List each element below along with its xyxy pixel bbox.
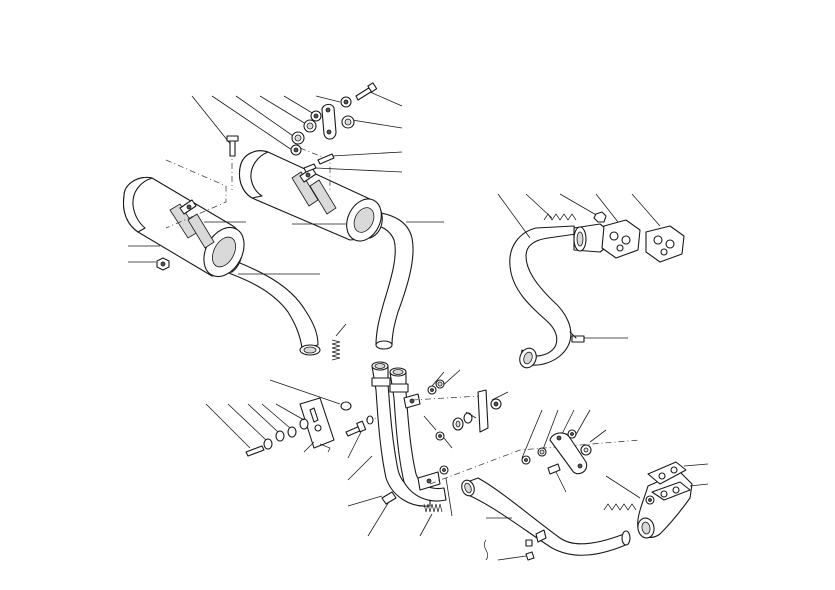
mounting-bracket-left — [205, 397, 335, 457]
collector-pipe — [637, 461, 709, 539]
center-mount-hardware — [423, 369, 509, 449]
front-header-pipes — [269, 361, 641, 537]
link-pipe — [461, 475, 641, 561]
rear-header-pipe — [497, 193, 685, 369]
left-silencer — [122, 176, 321, 356]
lower-right-hardware — [521, 409, 607, 493]
spring-left — [331, 323, 347, 361]
silencer-mount-hardware — [191, 82, 403, 173]
right-silencer — [165, 147, 444, 350]
